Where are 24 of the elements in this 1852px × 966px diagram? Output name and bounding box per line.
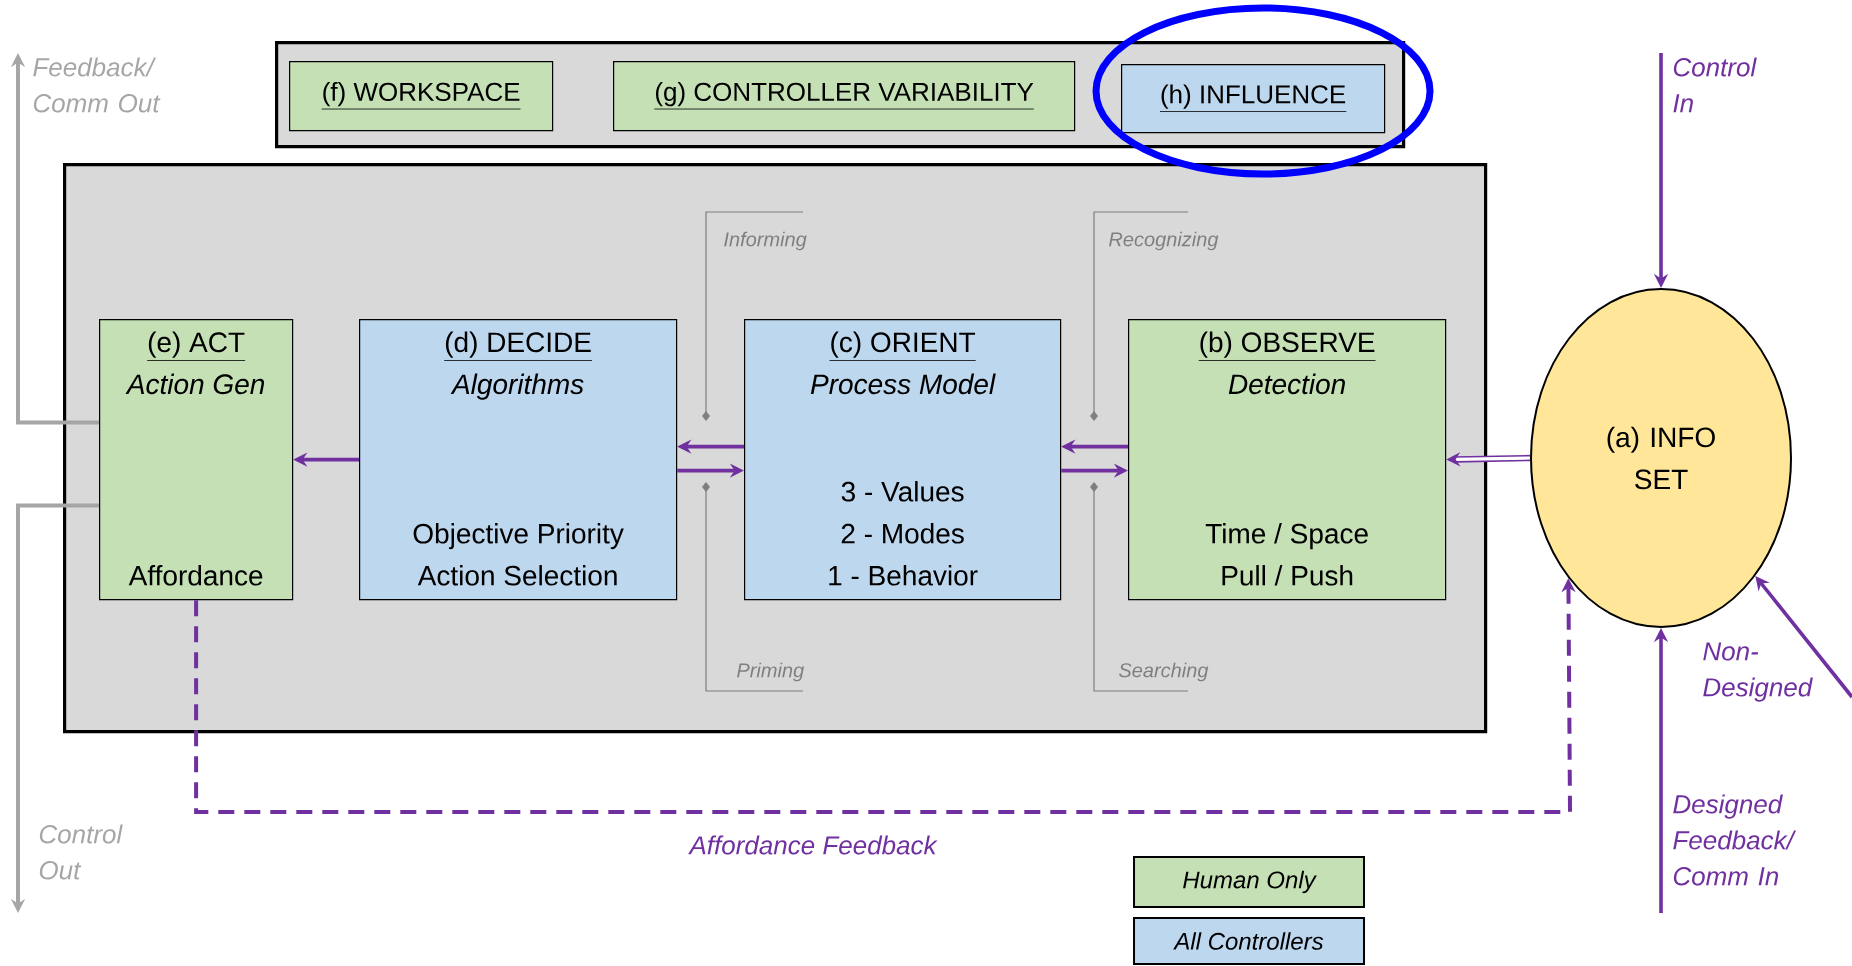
edge-label: Control Out xyxy=(39,824,123,880)
legend-item: All Controllers xyxy=(1133,917,1365,965)
module-box: (g) CONTROLLER VARIABILITY xyxy=(613,61,1076,132)
edge-label: Control In xyxy=(1673,57,1757,113)
module-box: (h) INFLUENCE xyxy=(1121,64,1386,134)
annotation-text: Informing xyxy=(724,231,807,251)
annotation-text: Recognizing xyxy=(1109,231,1219,251)
stage-box: (d) DECIDE Algorithms Objective Priority Action Selection xyxy=(359,319,678,601)
legend-item: Human Only xyxy=(1133,856,1365,908)
leader-line xyxy=(1090,211,1189,421)
edge-label: Affordance Feedback xyxy=(687,833,939,857)
edge-label: Designed Feedback/ Comm In xyxy=(1673,794,1797,886)
edge-label: Feedback/ Comm Out xyxy=(33,57,161,113)
stage-box: (e) ACT Action Gen Affordance xyxy=(99,319,294,601)
leader-line xyxy=(702,482,804,692)
annotation-text: Searching xyxy=(1119,662,1209,682)
arrow xyxy=(1755,576,1852,699)
leader-line xyxy=(1090,482,1189,692)
module-box: (f) WORKSPACE xyxy=(289,61,554,132)
edge-label: Non- Designed xyxy=(1703,642,1813,702)
stage-box: (b) OBSERVE Detection Time / Space Pull / Push xyxy=(1128,319,1447,601)
stage-box: (c) ORIENT Process Model 3 - Values 2 - Modes 1 - Behavior xyxy=(744,319,1062,601)
annotation-text: Priming xyxy=(737,662,804,682)
leader-line xyxy=(702,211,804,421)
